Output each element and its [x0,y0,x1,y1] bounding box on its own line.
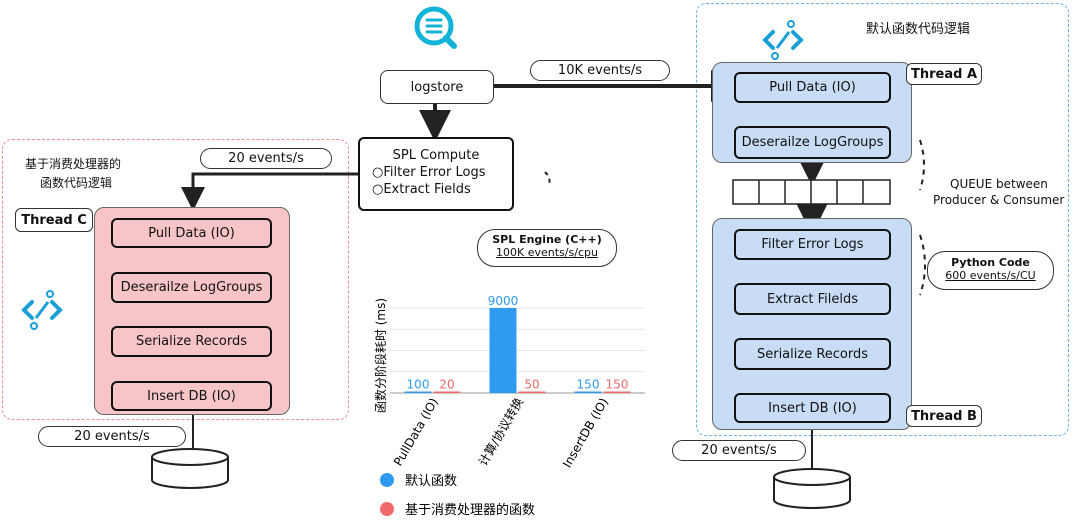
chart-bar [603,391,631,393]
right-out-rate: 20 events/s [672,440,806,461]
chart-tick-label: InsertDB (IO) [560,396,611,471]
function-logo-icon-right [762,20,804,60]
left-out-rate: 20 events/s [38,426,186,447]
thread-a-label: Thread A [906,63,982,85]
spl-to-left-arrow [181,172,358,211]
right-step-insert: Insert DB (IO) [734,393,891,423]
logstore-node: logstore [380,70,494,104]
spl-compute-box: SPL Compute ○Filter Error Logs ○Extract … [358,137,514,211]
left-title-line2: 函数代码逻辑 [40,176,113,190]
python-title: Python Code [951,256,1030,269]
left-dashed-container [2,139,349,420]
chart-legend-label: 默认函数 [405,473,457,489]
queue-cells [732,179,891,205]
right-title: 默认函数代码逻辑 [866,22,971,37]
left-step-pull: Pull Data (IO) [111,218,272,248]
chart-data-label: 150 [606,378,629,392]
right-step-filter: Filter Error Logs [734,229,891,260]
left-step-insert: Insert DB (IO) [111,381,272,411]
left-step-deserialize: Deserailze LogGroups [111,272,272,303]
queue-label-line2: Producer & Consumer [933,193,1065,207]
chart-bar [404,391,432,393]
thread-c-label: Thread C [15,208,93,232]
chart-ylabel: 函数分阶段耗时 (ms) [373,298,388,413]
left-in-rate: 20 events/s [200,148,332,169]
right-dashed-container [696,3,1069,436]
chart-data-label: 50 [524,378,539,392]
top-rate: 10K events/s [530,60,670,81]
chart-legend-label: 基于消费处理器的函数 [405,502,535,518]
chart-data-label: 20 [439,378,454,392]
logstore-search-icon [414,6,457,49]
right-step-serialize: Serialize Records [734,338,891,370]
spl-title: SPL Compute [392,148,480,163]
chart-data-label: 150 [577,378,600,392]
spl-item-extract: ○Extract Fields [372,182,471,197]
thread-b-label: Thread B [906,405,982,427]
chart-data-label: 100 [407,378,430,392]
chart-bar [574,391,602,393]
right-step-deserialize: Deserailze LogGroups [734,126,891,159]
left-db-cylinder [151,448,229,489]
chart-legend-marker [380,473,394,487]
spl-item-filter: ○Filter Error Logs [372,165,486,180]
python-rate: 600 events/s/CU [945,269,1036,282]
chart-bar [518,391,546,393]
chart-legend-marker [380,502,394,516]
chart-tick-label: PullData (IO) [391,396,441,469]
right-step-pull: Pull Data (IO) [734,72,891,103]
left-title-line1: 基于消费处理器的 [25,157,122,171]
function-logo-icon-left [21,290,63,330]
left-step-serialize: Serialize Records [111,326,272,357]
chart-bar [433,391,461,393]
chart-data-label: 9000 [488,294,519,308]
engine-rate: 100K events/s/cpu [496,246,598,259]
right-step-extract: Extract Filelds [734,283,891,315]
python-code-badge: Python Code 600 events/s/CU [927,251,1054,290]
spl-engine-badge: SPL Engine (C++) 100K events/s/cpu [477,229,617,267]
queue-label-line1: QUEUE between [950,177,1048,191]
chart-bar [489,308,517,393]
engine-title: SPL Engine (C++) [492,233,602,246]
chart-tick-label: 计算/协议转换 [475,395,526,468]
right-db-cylinder [773,468,851,509]
